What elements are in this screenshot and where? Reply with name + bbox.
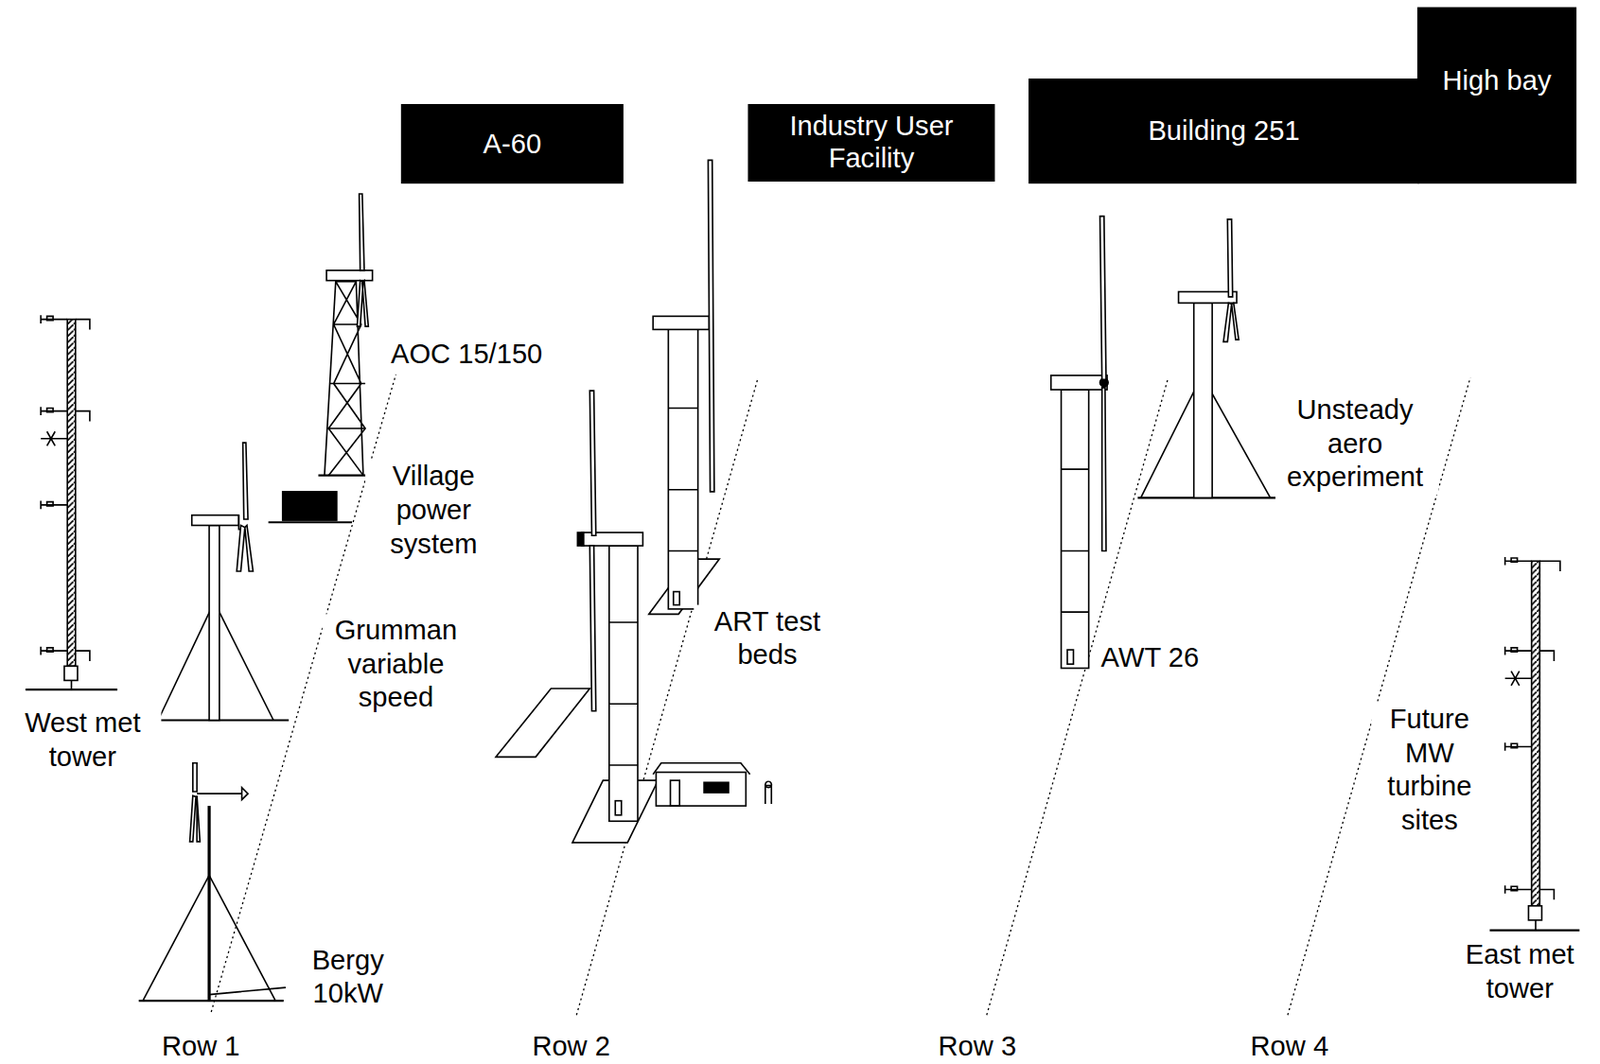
site-label: Village power system: [365, 459, 503, 562]
awt-26-turbine: [1051, 216, 1108, 669]
building-block: Building 251: [1028, 78, 1420, 184]
building-block: A-60: [401, 104, 624, 184]
building-name: Building 251: [1147, 115, 1300, 147]
unsteady-aero-turbine: [1137, 219, 1276, 498]
east-met-tower: [1489, 557, 1580, 932]
site-label: West met tower: [3, 706, 161, 774]
building-name: High bay: [1442, 65, 1552, 97]
site-label: Row 3: [935, 1030, 1019, 1064]
site-label: AOC 15/150: [388, 337, 546, 372]
art-test-bed: [649, 159, 720, 615]
site-label: Unsteady aero experiment: [1271, 393, 1440, 495]
building-name: A-60: [483, 127, 543, 159]
building-block: Industry User Facility: [747, 104, 995, 182]
site-label: East met tower: [1443, 938, 1597, 1006]
site-label: Bergy 10kW: [299, 944, 396, 1012]
west-met-tower: [25, 315, 118, 690]
building-name: Industry User Facility: [754, 111, 989, 176]
grumman-turbine: [155, 442, 289, 721]
village-power-system: [268, 492, 352, 523]
site-label: Row 2: [529, 1030, 613, 1064]
bergy-turbine: [139, 763, 286, 1002]
site-label: Row 4: [1248, 1030, 1331, 1064]
site-label: ART test beds: [693, 605, 841, 673]
building-block: High bay: [1417, 7, 1577, 185]
aoc-turbine: [317, 193, 372, 476]
site-label: AWT 26: [1098, 641, 1201, 676]
site-label: Row 1: [159, 1030, 243, 1064]
site-label: Future MW turbine sites: [1371, 703, 1488, 838]
row-line: [210, 374, 1471, 1016]
site-label: Grumman variable speed: [322, 614, 470, 716]
